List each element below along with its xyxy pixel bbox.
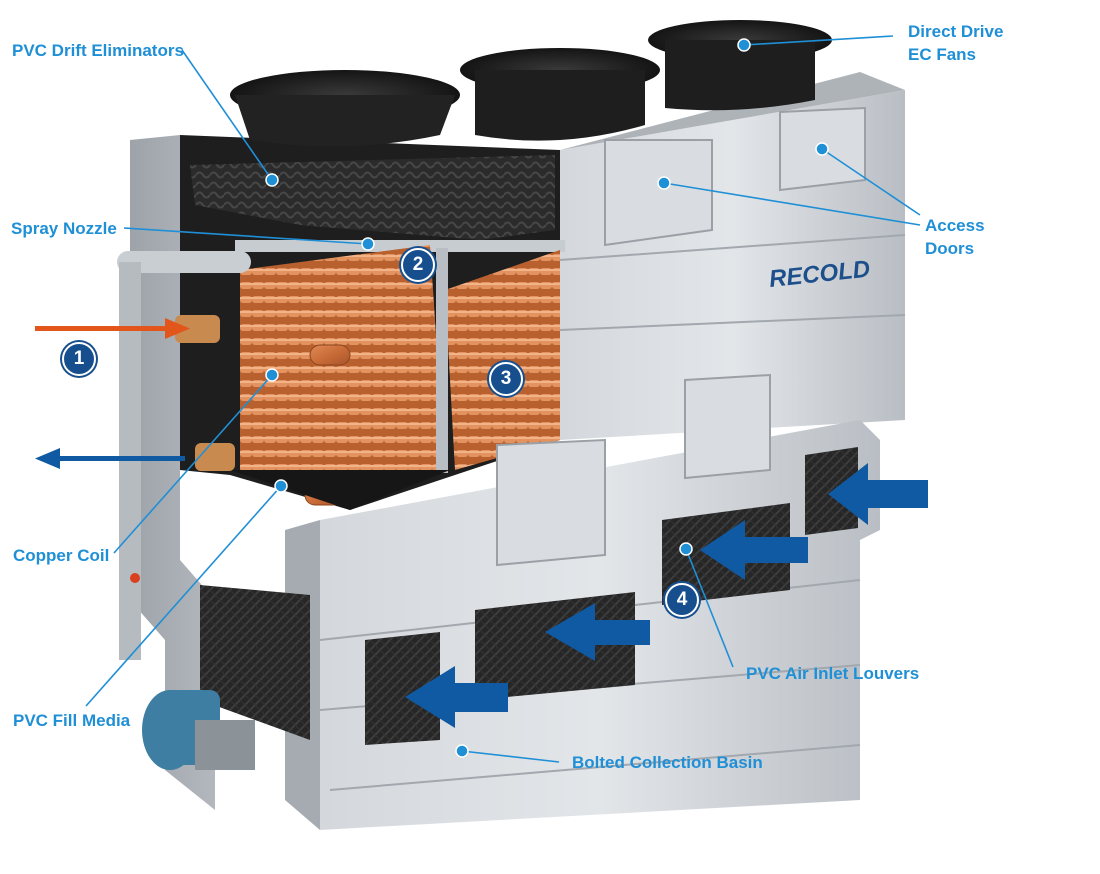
leader-lines (85, 35, 921, 763)
label-pvc-air-inlet-louvers: PVC Air Inlet Louvers (746, 662, 919, 685)
air-inlet-arrows (405, 463, 928, 728)
pump (142, 690, 255, 770)
label-text: PVC Air Inlet Louvers (746, 664, 920, 683)
leader-dots (265, 38, 829, 758)
label-text: Bolted Collection Basin (572, 753, 763, 772)
label-pvc-fill-media: PVC Fill Media (13, 709, 130, 732)
water-outlet-arrow (35, 448, 185, 469)
air-inlet-louvers (200, 447, 858, 745)
label-text: Spray Nozzle (11, 219, 117, 238)
spray-header (235, 240, 565, 252)
label-spray-nozzle: Spray Nozzle (11, 217, 117, 240)
label-text-line2: Doors (925, 239, 975, 258)
label-text-line1: Direct Drive (908, 22, 1004, 41)
badge-2: 2 (401, 248, 435, 282)
label-text-line2: EC Fans (908, 45, 977, 64)
label-text: PVC Drift Eliminators (12, 41, 184, 60)
label-text-line1: Access (925, 216, 985, 235)
drift-eliminators (190, 155, 555, 240)
access-door-panels (496, 106, 866, 567)
badge-4: 4 (665, 583, 699, 617)
label-copper-coil: Copper Coil (13, 544, 109, 567)
copper-coil-rear (445, 250, 560, 470)
fan-shrouds (230, 20, 832, 147)
badge-1: 1 (62, 342, 96, 376)
fill-media (230, 470, 450, 510)
label-text: PVC Fill Media (13, 711, 131, 730)
left-side-panel (130, 135, 215, 810)
label-text: Copper Coil (13, 546, 110, 565)
badge-3: 3 (489, 362, 523, 396)
label-bolted-collection-basin: Bolted Collection Basin (572, 751, 763, 774)
label-pvc-drift-eliminators: PVC Drift Eliminators (12, 39, 184, 62)
label-access-doors: Access Doors (925, 214, 985, 260)
water-inlet-arrow (35, 318, 190, 339)
label-direct-drive-ec-fans: Direct Drive EC Fans (908, 20, 1003, 66)
